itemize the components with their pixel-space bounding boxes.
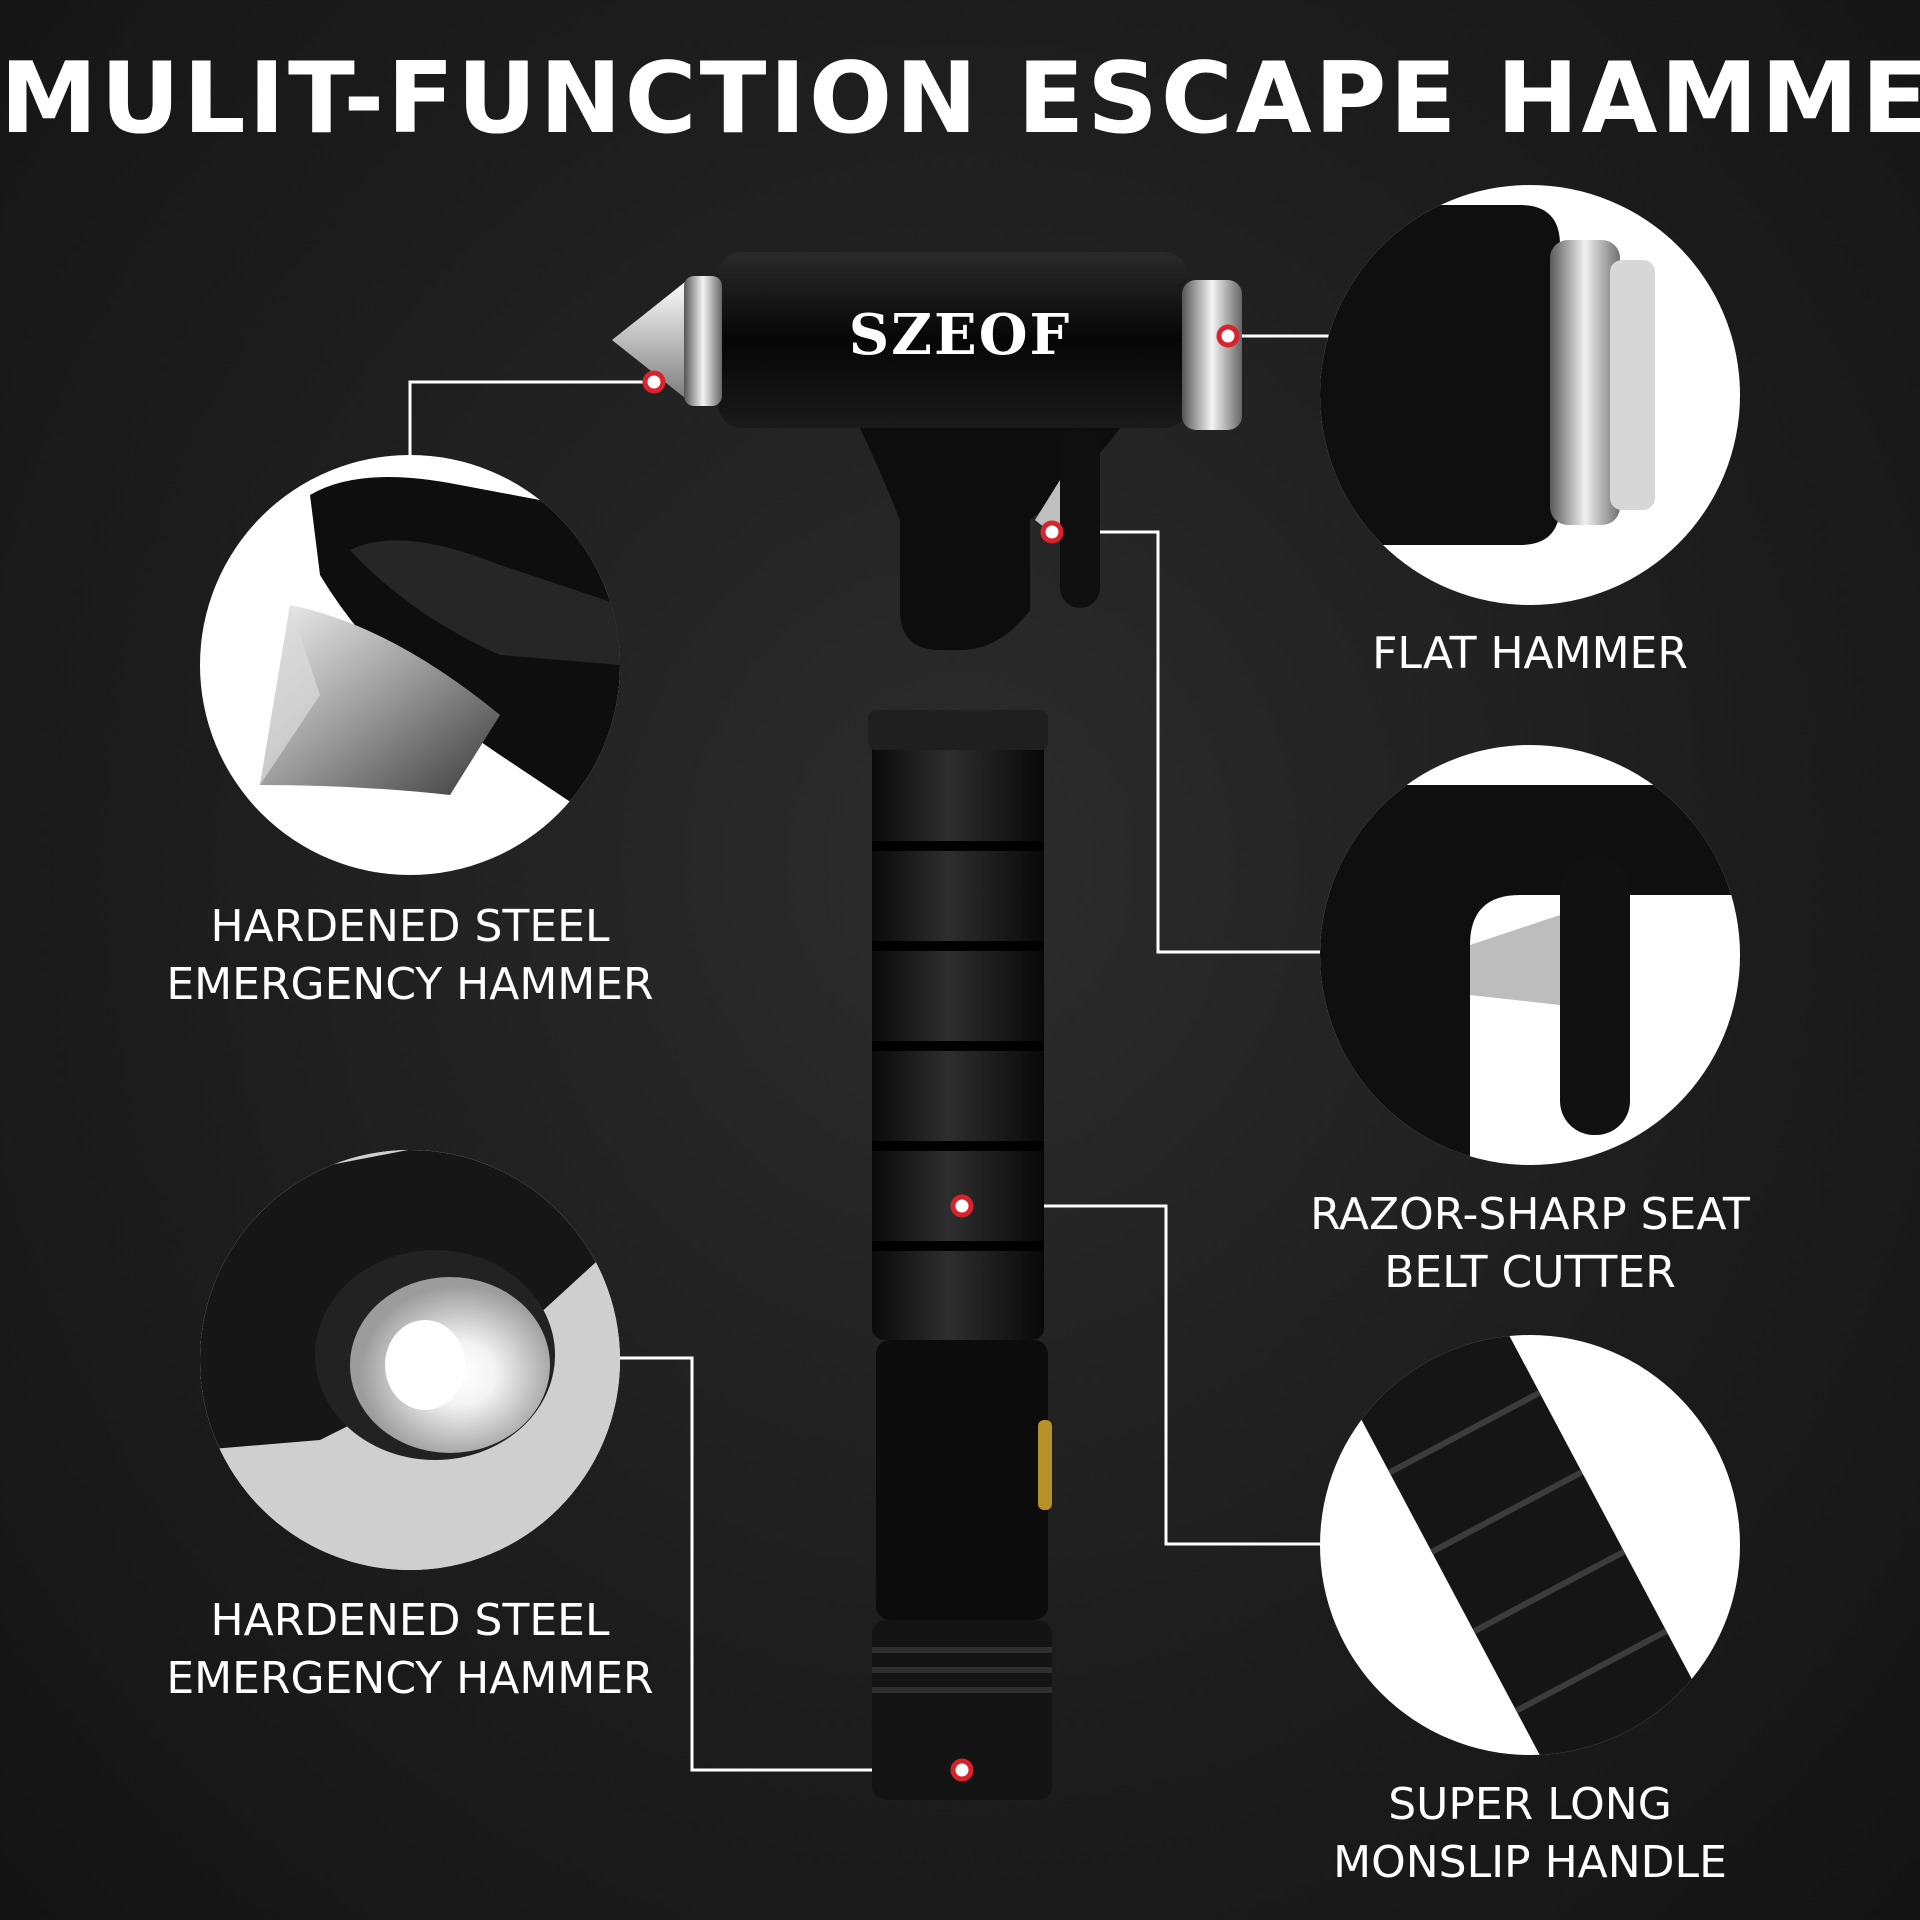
page-title: MULIT-FUNCTION ESCAPE HAMMER <box>0 42 1920 156</box>
marker-flat <box>1216 324 1240 348</box>
label-belt-cutter: RAZOR-SHARP SEAT BELT CUTTER <box>1310 1189 1750 1298</box>
callout-line-handle <box>962 1204 1320 1546</box>
spike-hammer-image <box>260 477 620 835</box>
label-flashlight: HARDENED STEEL EMERGENCY HAMMER <box>166 1595 654 1704</box>
label-flat-hammer: FLAT HAMMER <box>1372 628 1688 679</box>
handle-image <box>1343 1335 1717 1755</box>
brand-logo: SZEOF <box>848 302 1072 368</box>
flat-hammer-detail-circle <box>1320 185 1740 605</box>
belt-cutter-image <box>1320 785 1740 1165</box>
belt-cutter-detail-circle <box>1320 745 1740 1165</box>
flashlight-image <box>200 1150 620 1570</box>
callout-line-cutter <box>1052 530 1320 954</box>
callout-line-light <box>620 1356 962 1772</box>
label-handle: SUPER LONG MONSLIP HANDLE <box>1333 1779 1727 1888</box>
label-spike-hammer: HARDENED STEEL EMERGENCY HAMMER <box>166 901 654 1010</box>
marker-handle <box>950 1194 974 1218</box>
marker-light <box>950 1758 974 1782</box>
marker-spike <box>642 370 666 394</box>
handle-detail-circle <box>1320 1335 1740 1755</box>
callout-line-spike <box>408 380 654 460</box>
flat-hammer-image <box>1320 205 1655 545</box>
marker-cutter <box>1040 520 1064 544</box>
flashlight-detail-circle <box>200 1150 620 1570</box>
spike-hammer-detail-circle <box>200 455 620 875</box>
